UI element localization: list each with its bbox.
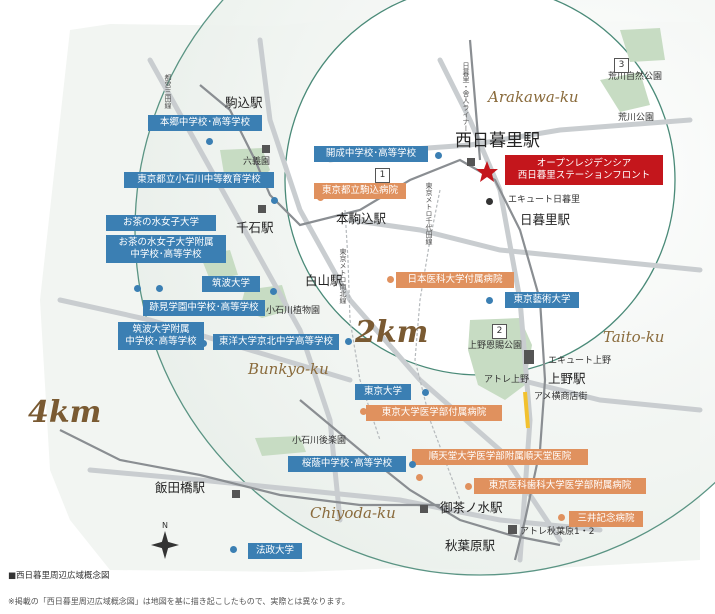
poi-atre-akihabara: アトレ秋葉原1・2 (520, 527, 595, 537)
map-caption: ■西日暮里周辺広域概念図 (8, 571, 110, 581)
poi-ameyoko: アメ横商店街 (534, 392, 588, 402)
poi-koishikawa-korakuen: 小石川後楽園 (292, 436, 347, 446)
subway-lines (344, 189, 461, 501)
rail-lines (59, 39, 561, 561)
poi-ueno-park: 上野恩賜公園 (468, 341, 523, 351)
poi-rikugien: 六義園 (243, 157, 271, 167)
marker-dot (156, 285, 163, 292)
school-tsukuba-univ: 筑波大学 (202, 276, 260, 292)
marker-dot (271, 197, 278, 204)
poi-koishikawa-botanical: 小石川植物園 (266, 306, 321, 316)
marker-dot (360, 408, 367, 415)
ward-taito: Taito-ku (603, 328, 665, 346)
marker-dot (435, 152, 442, 159)
line-label-mita: 都営三田線 (164, 74, 172, 109)
school-ouin: 桜蔭中学校･高等学校 (288, 456, 406, 472)
school-todai: 東京大学 (355, 384, 411, 400)
hospital-nichii: 日本医科大学付属病院 (396, 272, 514, 288)
park-korakuen (255, 436, 306, 456)
park-arakawa (600, 72, 650, 112)
hospital-todai: 東京大学医学部付属病院 (366, 405, 502, 421)
school-tsukuba-fuzoku: 筑波大学附属 中学校･高等学校 (118, 322, 204, 350)
hospital-mitsui: 三井記念病院 (569, 511, 643, 527)
marker-dot (345, 338, 352, 345)
marker-dot (270, 288, 277, 295)
line-label-chiyoda: 東京メトロ千代田線 (425, 182, 433, 245)
north-label: N (162, 521, 168, 530)
distance-4km-label: 4km (28, 395, 102, 430)
ameyoko-street (523, 391, 530, 429)
marker-dot (134, 285, 141, 292)
school-tsukuba-fuzoku-line1: 筑波大学附属 (132, 324, 190, 335)
map-footnote: ※掲載の「西日暮里周辺広域概念図」は地図を基に描き起こしたもので、実際とは異なり… (8, 597, 350, 606)
marker-dot (465, 483, 472, 490)
station-markers (232, 145, 534, 534)
school-ochanomizu-fuzoku-line2: 中学校･高等学校 (130, 248, 202, 260)
marker-dot (416, 474, 423, 481)
station-hon-komagome: 本駒込駅 (336, 211, 387, 226)
school-koishikawa-chuto: 東京都立小石川中等教育学校 (124, 172, 274, 188)
school-atomi: 跡見学園中学校･高等学校 (143, 300, 265, 316)
marker-dot (230, 546, 237, 553)
hospital-ikashika: 東京医科歯科大学医学部附属病院 (474, 478, 646, 494)
station-nippori: 日暮里駅 (520, 212, 571, 227)
park-north (620, 28, 665, 62)
school-toyo-keihoku: 東洋大学京北中学高等学校 (213, 334, 339, 350)
station-ueno: 上野駅 (548, 371, 586, 386)
marker-dot (486, 198, 493, 205)
station-ochanomizu: 御茶ノ水駅 (440, 500, 503, 515)
station-iidabashi: 飯田橋駅 (155, 480, 206, 495)
station-akihabara: 秋葉原駅 (445, 538, 496, 553)
school-tsukuba-fuzoku-line2: 中学校･高等学校 (125, 335, 197, 347)
marker-dot (422, 389, 429, 396)
road-shield-3: 3 (614, 58, 629, 73)
road-shield-2: 2 (492, 324, 507, 339)
marker-dot (206, 138, 213, 145)
station-nishi-nippori: 西日暮里駅 (455, 131, 540, 151)
school-hongo: 本郷中学校･高等学校 (148, 115, 262, 131)
park-ueno (468, 318, 532, 400)
property-line1: オープンレジデンシア (536, 158, 632, 169)
ward-arakawa: Arakawa-ku (488, 88, 579, 106)
poi-arakawa-shizen: 荒川自然公園 (608, 72, 663, 82)
marker-dot (486, 297, 493, 304)
school-ochanomizu-univ: お茶の水女子大学 (106, 215, 216, 231)
ward-chiyoda: Chiyoda-ku (310, 504, 396, 522)
station-sengoku: 千石駅 (236, 220, 274, 235)
school-ochanomizu-fuzoku-line1: お茶の水女子大学附属 (118, 237, 214, 248)
school-kaisei: 開成中学校･高等学校 (314, 146, 428, 162)
north-arrow-icon (151, 531, 179, 559)
property-label: オープンレジデンシア 西日暮里ステーションフロント (505, 155, 663, 185)
station-komagome: 駒込駅 (225, 95, 263, 110)
school-hosei: 法政大学 (248, 543, 302, 559)
poi-ecute-nippori: エキュート日暮里 (508, 195, 581, 205)
school-ochanomizu-fuzoku: お茶の水女子大学附属 中学校･高等学校 (106, 235, 226, 263)
marker-dot (387, 276, 394, 283)
hospital-juntendo: 順天堂大学医学部附属順天堂医院 (412, 449, 588, 465)
marker-dot (558, 514, 565, 521)
distance-2km-label: 2km (355, 315, 429, 350)
station-hakusan: 白山駅 (305, 273, 343, 288)
marker-dot (409, 461, 416, 468)
property-star-icon (476, 161, 498, 182)
poi-arakawa-park: 荒川公園 (618, 113, 655, 123)
marker-dot (317, 194, 324, 201)
property-line2: 西日暮里ステーションフロント (517, 169, 651, 181)
marker-dot (200, 340, 207, 347)
line-label-namboku: 東京メトロ南北線 (339, 248, 347, 304)
ward-bunkyo: Bunkyo-ku (248, 360, 329, 378)
school-geidai: 東京藝術大学 (505, 292, 579, 308)
line-label-toneri: 日暮里・舎人ライナー (462, 62, 470, 132)
poi-ecute-ueno: エキュート上野 (548, 356, 612, 366)
hospital-komagome: 東京都立駒込病院 (314, 183, 406, 199)
road-shield-1: 1 (375, 168, 390, 183)
poi-atre-ueno: アトレ上野 (484, 375, 530, 385)
